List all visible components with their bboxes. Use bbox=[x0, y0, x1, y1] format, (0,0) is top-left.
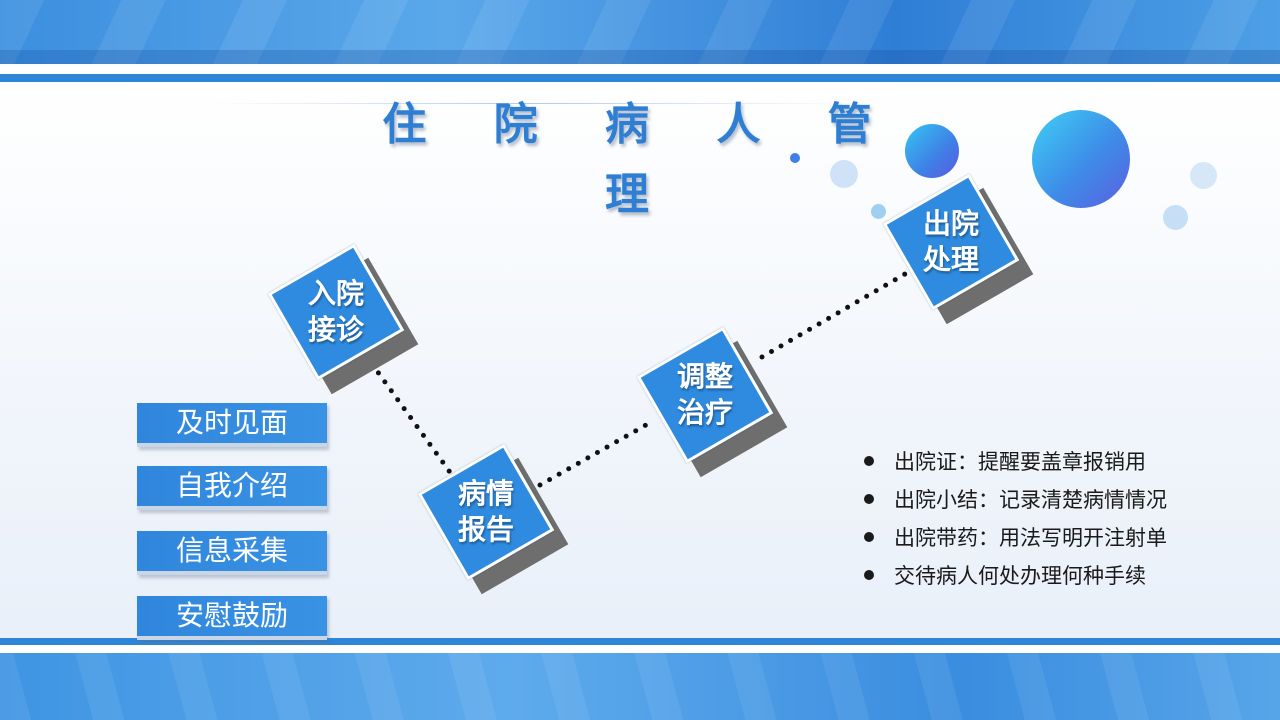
footer-banner bbox=[0, 653, 1280, 720]
admission-tag: 自我介绍 bbox=[137, 466, 327, 510]
bullet-icon bbox=[864, 532, 874, 542]
admission-tag: 及时见面 bbox=[137, 403, 327, 447]
list-item: 出院带药：用法写明开注射单 bbox=[860, 518, 1260, 556]
discharge-notes-list: 出院证：提醒要盖章报销用 出院小结：记录清楚病情情况 出院带药：用法写明开注射单… bbox=[860, 442, 1260, 594]
list-item-text: 出院小结：记录清楚病情情况 bbox=[894, 488, 1167, 512]
node-label-line1: 入院 bbox=[307, 277, 364, 310]
list-item: 出院小结：记录清楚病情情况 bbox=[860, 480, 1260, 518]
decor-circle-large bbox=[1032, 110, 1130, 208]
decor-circle-medium bbox=[905, 124, 959, 178]
list-item: 出院证：提醒要盖章报销用 bbox=[860, 442, 1260, 480]
decor-circle-faint-right bbox=[1190, 162, 1217, 189]
footer-divider bbox=[0, 638, 1280, 645]
flow-node-admission[interactable]: 入院 接诊 bbox=[267, 243, 436, 412]
node-label-line2: 处理 bbox=[922, 243, 979, 276]
decor-circle-tiny bbox=[871, 204, 886, 219]
list-item: 交待病人何处办理何种手续 bbox=[860, 556, 1260, 594]
flow-node-report[interactable]: 病情 报告 bbox=[417, 443, 586, 612]
node-label-line2: 接诊 bbox=[307, 313, 364, 346]
header-banner bbox=[0, 0, 1280, 64]
list-item-text: 交待病人何处办理何种手续 bbox=[894, 564, 1146, 588]
header-shade bbox=[0, 50, 1280, 64]
node-label-line1: 调整 bbox=[676, 360, 733, 393]
node-label-line2: 治疗 bbox=[676, 396, 733, 429]
node-label-line1: 病情 bbox=[457, 477, 514, 510]
list-item-text: 出院证：提醒要盖章报销用 bbox=[894, 450, 1146, 474]
node-label-line1: 出院 bbox=[922, 207, 979, 240]
bullet-icon bbox=[864, 456, 874, 466]
decor-circle-faint-lower bbox=[1163, 205, 1188, 230]
decor-circle-small-light bbox=[830, 160, 858, 188]
node-label: 出院 处理 bbox=[891, 206, 1011, 278]
bullet-icon bbox=[864, 570, 874, 580]
decor-circle-small-dark bbox=[790, 153, 800, 163]
header-divider-light bbox=[0, 64, 1280, 74]
header-divider bbox=[0, 74, 1280, 82]
flow-node-adjust[interactable]: 调整 治疗 bbox=[636, 326, 805, 495]
connector-admission-report bbox=[369, 361, 455, 478]
slide-title: 住 院 病 人 管 理 bbox=[382, 99, 898, 220]
admission-tag: 安慰鼓励 bbox=[137, 596, 327, 640]
node-label: 入院 接诊 bbox=[276, 276, 396, 348]
list-item-text: 出院带药：用法写明开注射单 bbox=[894, 526, 1167, 550]
title-underline bbox=[210, 103, 850, 104]
node-label: 病情 报告 bbox=[426, 476, 546, 548]
node-label: 调整 治疗 bbox=[645, 359, 765, 431]
footer-pattern bbox=[0, 653, 1280, 720]
admission-tag: 信息采集 bbox=[137, 531, 327, 575]
header-pattern bbox=[0, 0, 1280, 64]
node-label-line2: 报告 bbox=[457, 513, 514, 546]
connector-report-adjust bbox=[537, 422, 649, 488]
flow-node-discharge[interactable]: 出院 处理 bbox=[882, 173, 1051, 342]
footer-divider-light bbox=[0, 645, 1280, 653]
bullet-icon bbox=[864, 494, 874, 504]
